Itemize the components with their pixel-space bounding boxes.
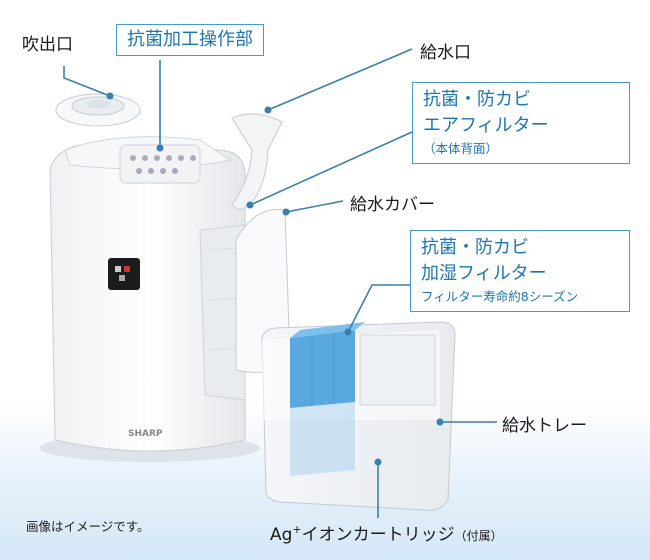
plasmacluster-logo: [108, 258, 140, 290]
brand-logo: SHARP: [128, 429, 163, 439]
water-cover-label: 給水カバー: [350, 195, 435, 215]
water-inlet-part: [231, 113, 283, 211]
leader-lines: [63, 48, 497, 518]
air-filter-line3: （本体背面）: [423, 141, 499, 156]
humidifying-filter: [290, 322, 365, 476]
water-tray-label: 給水トレー: [502, 416, 587, 436]
humid-filter-line2: 加湿フィルター: [421, 263, 547, 284]
air-filter-box: 抗菌・防カビ エアフィルター （本体背面）: [412, 82, 630, 164]
ag-sup: +: [292, 523, 302, 536]
outlet-label: 吹出口: [22, 35, 73, 55]
humid-filter-line3: フィルター寿命約8シーズン: [421, 289, 579, 304]
control-panel: [119, 144, 201, 184]
air-filter-line2: エアフィルター: [423, 115, 549, 136]
antibac-panel-box: 抗菌加工操作部: [116, 24, 264, 56]
ag-cartridge-label: Ag+イオンカートリッジ（付属）: [270, 520, 503, 545]
humid-filter-line1: 抗菌・防カビ: [421, 237, 529, 258]
air-filter-line1: 抗菌・防カビ: [423, 89, 531, 110]
outlet-cap: [55, 93, 141, 127]
water-inlet-label: 給水口: [420, 43, 471, 63]
antibac-panel-label: 抗菌加工操作部: [127, 29, 253, 50]
humid-filter-box: 抗菌・防カビ 加湿フィルター フィルター寿命約8シーズン: [410, 230, 630, 312]
ag-rest: イオンカートリッジ: [301, 525, 455, 545]
image-note: 画像はイメージです。: [26, 519, 150, 534]
humidifier-body: [40, 136, 260, 462]
ag-main: Ag: [270, 525, 293, 545]
ag-note: （付属）: [454, 529, 503, 543]
